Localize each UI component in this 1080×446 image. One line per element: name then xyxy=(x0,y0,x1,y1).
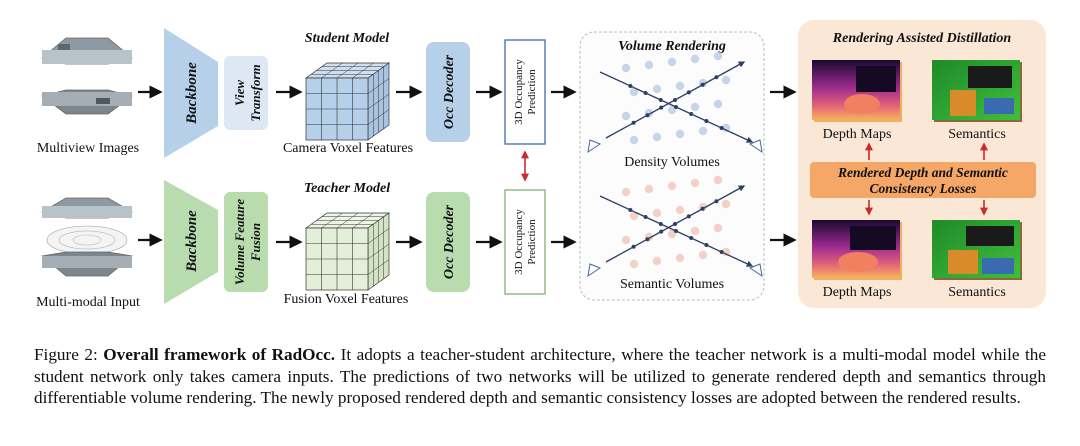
view-transform-block: View Transform xyxy=(224,56,268,130)
density-volumes-label: Density Volumes xyxy=(624,155,720,170)
distillation-title: Rendering Assisted Distillation xyxy=(832,31,1012,46)
semantics-bottom-label: Semantics xyxy=(948,285,1006,300)
multimodal-input: Multi-modal Input xyxy=(36,197,140,310)
student-pred-label-2: Prediction xyxy=(526,69,538,115)
volume-rendering-panel: Volume Rendering Density Volumes Semanti… xyxy=(579,31,765,301)
teacher-backbone-label: Backbone xyxy=(184,210,200,273)
fusion-voxel-label: Fusion Voxel Features xyxy=(284,292,409,307)
semantics-top-label: Semantics xyxy=(948,127,1006,142)
view-transform-label-2: Transform xyxy=(248,64,263,121)
semantics-student xyxy=(932,60,1022,122)
student-occupancy-prediction: 3D Occupancy Prediction xyxy=(504,39,546,145)
student-occ-decoder: Occ Decoder xyxy=(426,42,470,142)
depth-maps-top-label: Depth Maps xyxy=(823,127,892,142)
student-backbone-label: Backbone xyxy=(184,62,200,125)
volume-rendering-title: Volume Rendering xyxy=(618,39,726,54)
teacher-pred-label-2: Prediction xyxy=(526,219,538,265)
multimodal-image-ring xyxy=(40,197,134,277)
student-pred-label-1: 3D Occupancy xyxy=(513,59,525,125)
fusion-label-1: Volume Feature xyxy=(232,199,247,286)
semantic-volumes-label: Semantic Volumes xyxy=(620,277,724,292)
figure-caption: Figure 2: Overall framework of RadOcc. I… xyxy=(34,344,1046,409)
semantic-volume-graphic xyxy=(587,175,763,278)
teacher-occ-decoder: Occ Decoder xyxy=(426,192,470,292)
volume-feature-fusion-block: Volume Feature Fusion xyxy=(224,192,268,292)
student-model-title: Student Model xyxy=(305,31,390,46)
depth-map-student xyxy=(812,60,902,122)
teacher-occ-decoder-label: Occ Decoder xyxy=(442,204,457,279)
multimodal-input-label: Multi-modal Input xyxy=(36,295,140,310)
fusion-voxel-cube xyxy=(304,212,391,291)
camera-voxel-label: Camera Voxel Features xyxy=(283,141,413,156)
teacher-occupancy-prediction: 3D Occupancy Prediction xyxy=(504,189,546,295)
depth-maps-bottom-label: Depth Maps xyxy=(823,285,892,300)
depth-map-teacher xyxy=(812,220,902,280)
framework-diagram: Multiview Images Multi-modal Input Backb… xyxy=(36,20,1046,310)
multiview-image-ring xyxy=(41,37,133,115)
density-volume-graphic xyxy=(587,51,763,154)
camera-voxel-cube xyxy=(304,62,391,141)
student-backbone: Backbone xyxy=(164,28,218,158)
multiview-images: Multiview Images xyxy=(37,37,139,156)
loss-label-2: Consistency Losses xyxy=(870,181,977,196)
teacher-backbone: Backbone xyxy=(164,180,218,304)
multiview-images-label: Multiview Images xyxy=(37,141,139,156)
loss-label-1: Rendered Depth and Semantic xyxy=(837,165,1008,180)
student-occ-decoder-label: Occ Decoder xyxy=(442,54,457,129)
teacher-pred-label-1: 3D Occupancy xyxy=(513,209,525,275)
caption-bold-title: Overall framework of RadOcc. xyxy=(103,345,336,364)
teacher-model-title: Teacher Model xyxy=(304,181,390,196)
fusion-label-2: Fusion xyxy=(248,223,263,262)
caption-text: It adopts a teacher-student architecture… xyxy=(34,345,1046,407)
semantics-teacher xyxy=(932,220,1022,280)
view-transform-label-1: View xyxy=(232,80,247,106)
distillation-panel: Rendering Assisted Distillation Depth Ma… xyxy=(798,20,1046,308)
caption-label: Figure 2: xyxy=(34,345,104,364)
consistency-loss-box: Rendered Depth and Semantic Consistency … xyxy=(810,162,1036,198)
